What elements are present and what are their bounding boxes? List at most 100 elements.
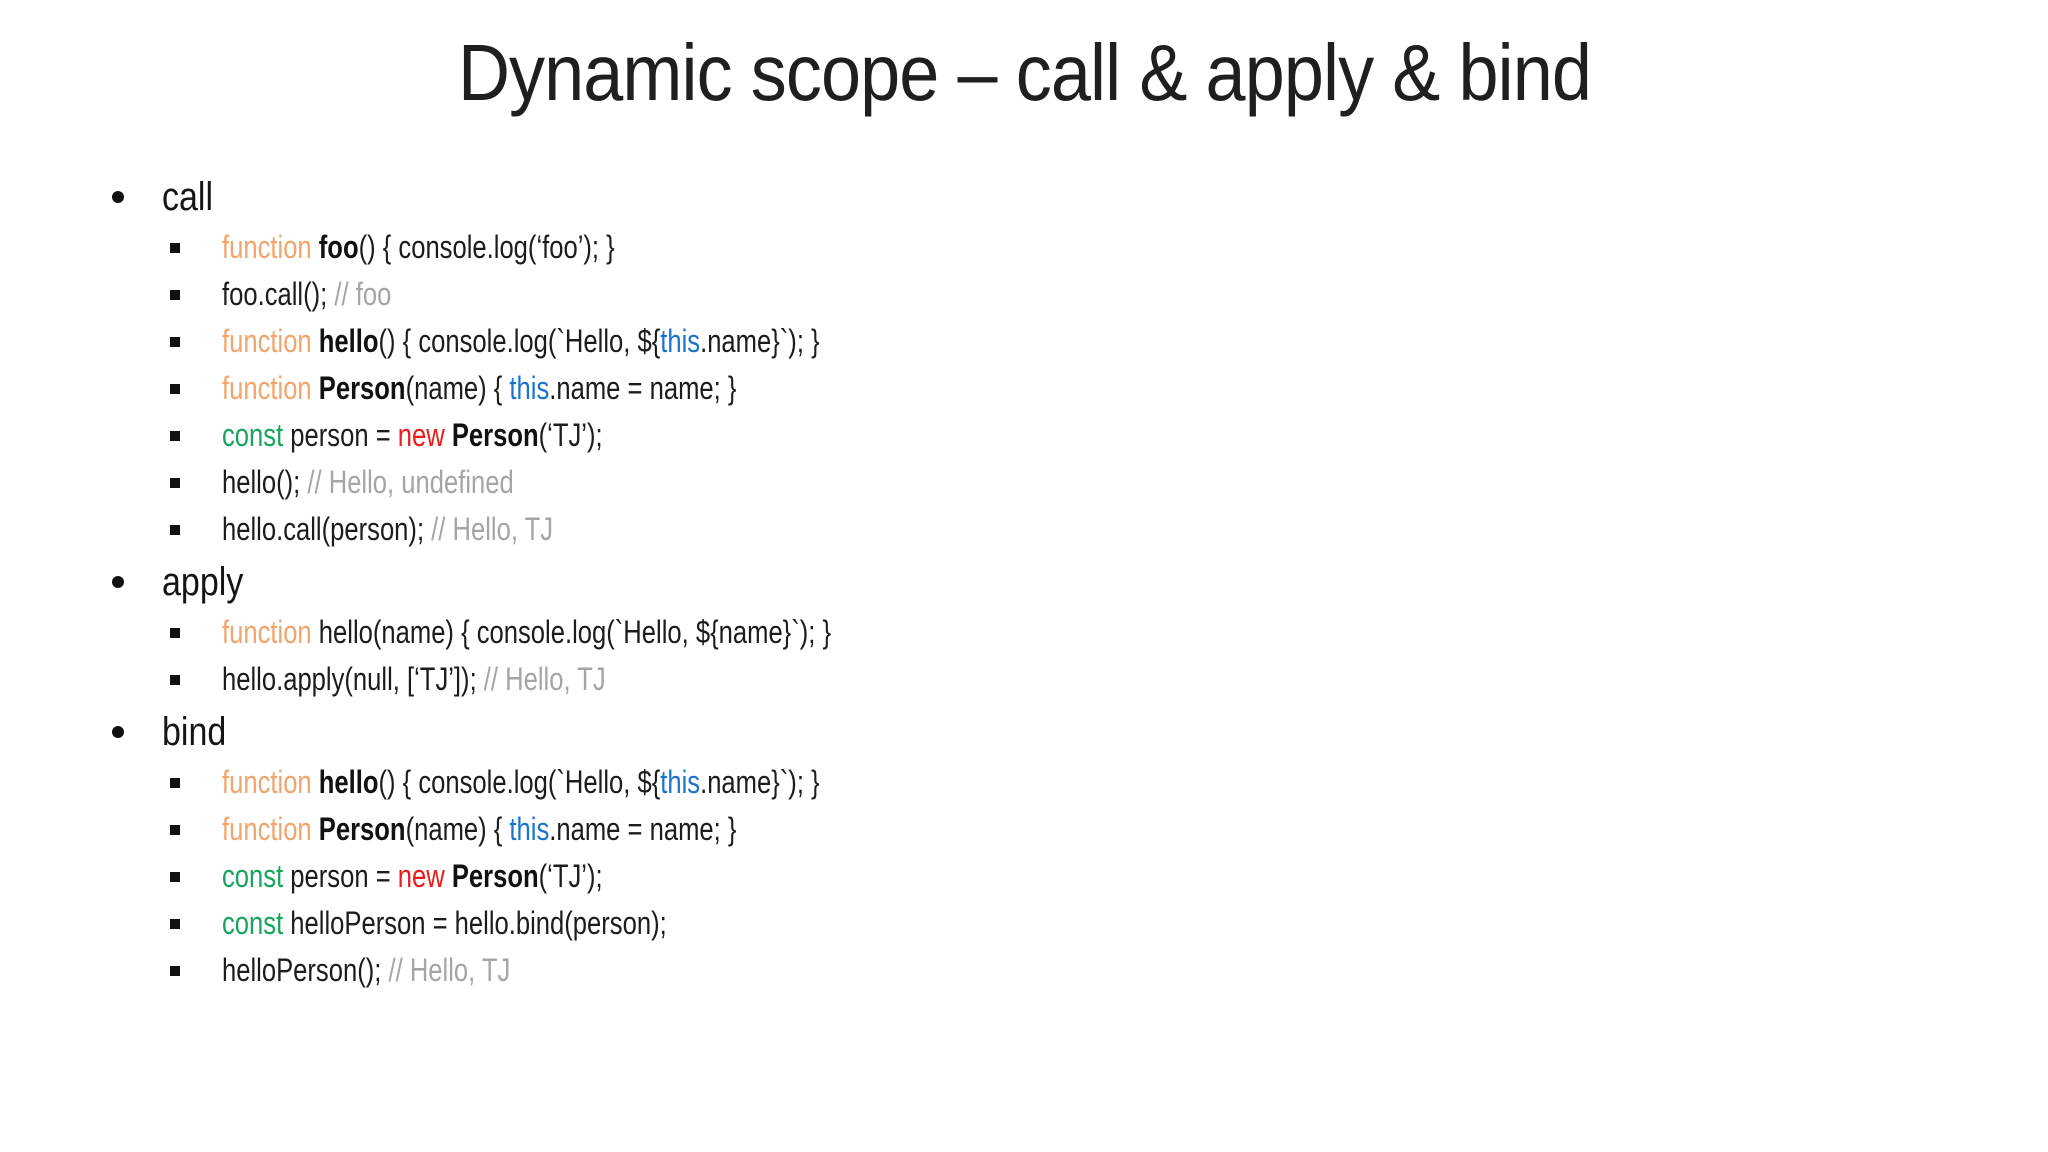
bullet-square-icon <box>170 777 180 788</box>
code-line: hello(); // Hello, undefined <box>170 459 983 506</box>
code-segment-this: this <box>509 370 550 406</box>
code-text: const person = new Person(‘TJ’); <box>222 417 603 454</box>
code-line: const person = new Person(‘TJ’); <box>170 412 983 459</box>
code-line: function hello() { console.log(`Hello, $… <box>170 759 983 806</box>
section-bind: bind function hello() { console.log(`Hell… <box>112 705 983 994</box>
section-label: apply <box>162 559 244 604</box>
code-segment-plain: hello.apply(null, [‘TJ’]); <box>222 661 484 697</box>
code-segment-plain <box>312 323 319 359</box>
bullet-square-icon <box>170 674 180 685</box>
code-segment-comment: // Hello, undefined <box>307 464 514 500</box>
code-segment-comment: // foo <box>334 276 392 312</box>
bullet-dot-icon <box>112 576 124 588</box>
bullet-square-icon <box>170 336 180 347</box>
code-segment-name: hello <box>318 764 379 800</box>
code-line: hello.apply(null, [‘TJ’]); // Hello, TJ <box>170 656 983 703</box>
code-segment-plain: () { console.log(`Hello, ${ <box>378 323 661 359</box>
code-segment-plain <box>312 764 319 800</box>
code-segment-this: this <box>509 811 550 847</box>
code-segment-plain: helloPerson = hello.bind(person); <box>283 905 667 941</box>
code-segment-this: this <box>660 764 701 800</box>
bullet-square-icon <box>170 477 180 488</box>
code-segment-plain: .name = name; } <box>549 370 737 406</box>
code-segment-plain <box>312 370 319 406</box>
slide-title-text: Dynamic scope – call & apply & bind <box>457 28 1591 117</box>
bullet-square-icon <box>170 430 180 441</box>
code-text: foo.call(); // foo <box>222 276 391 313</box>
section-label: call <box>162 174 214 219</box>
code-segment-kw: function <box>222 614 312 650</box>
bullet-dot-icon <box>112 191 124 203</box>
code-segment-plain: .name}`); } <box>700 764 820 800</box>
code-line: const person = new Person(‘TJ’); <box>170 853 983 900</box>
code-line: function Person(name) { this.name = name… <box>170 806 983 853</box>
bullet-square-icon <box>170 918 180 929</box>
code-segment-name: foo <box>318 229 359 265</box>
code-text: hello.call(person); // Hello, TJ <box>222 511 553 548</box>
code-text: helloPerson(); // Hello, TJ <box>222 952 510 989</box>
slide-title: Dynamic scope – call & apply & bind <box>0 30 2048 116</box>
code-line: const helloPerson = hello.bind(person); <box>170 900 983 947</box>
code-line: hello.call(person); // Hello, TJ <box>170 506 983 553</box>
code-segment-name: hello <box>318 323 379 359</box>
code-segment-plain <box>312 229 319 265</box>
bullet-square-icon <box>170 871 180 882</box>
code-line: function foo() { console.log(‘foo’); } <box>170 224 983 271</box>
code-text: function hello(name) { console.log(`Hell… <box>222 614 831 651</box>
code-segment-plain: hello(); <box>222 464 308 500</box>
bullet-square-icon <box>170 627 180 638</box>
code-segment-plain: hello.call(person); <box>222 511 432 547</box>
bullet-square-icon <box>170 965 180 976</box>
code-text: function hello() { console.log(`Hello, $… <box>222 764 820 801</box>
code-line: function Person(name) { this.name = name… <box>170 365 983 412</box>
code-segment-plain: (‘TJ’); <box>538 417 603 453</box>
code-text: function foo() { console.log(‘foo’); } <box>222 229 615 266</box>
code-segment-plain: () { console.log(‘foo’); } <box>358 229 615 265</box>
code-text: function Person(name) { this.name = name… <box>222 811 736 848</box>
code-segment-const: const <box>222 905 284 941</box>
code-line: helloPerson(); // Hello, TJ <box>170 947 983 994</box>
code-segment-comment: // Hello, TJ <box>483 661 606 697</box>
code-segment-plain: .name}`); } <box>700 323 820 359</box>
code-segment-kw: function <box>222 764 312 800</box>
code-segment-plain: person = <box>283 858 398 894</box>
code-segment-const: const <box>222 858 284 894</box>
code-segment-plain <box>312 811 319 847</box>
code-segment-name: Person <box>318 370 406 406</box>
code-text: const helloPerson = hello.bind(person); <box>222 905 667 942</box>
section-heading: call <box>112 170 983 224</box>
code-segment-new: new <box>397 858 445 894</box>
bullet-dot-icon <box>112 726 124 738</box>
code-text: function hello() { console.log(`Hello, $… <box>222 323 820 360</box>
code-segment-plain: (‘TJ’); <box>538 858 603 894</box>
bullet-square-icon <box>170 289 180 300</box>
code-segment-name: Person <box>451 417 539 453</box>
bullet-square-icon <box>170 242 180 253</box>
section-heading: bind <box>112 705 983 759</box>
code-segment-plain: hello(name) { console.log(`Hello, ${name… <box>311 614 832 650</box>
code-segment-plain: (name) { <box>405 370 510 406</box>
section-apply: apply function hello(name) { console.log(… <box>112 555 983 703</box>
code-segment-comment: // Hello, TJ <box>431 511 554 547</box>
code-segment-kw: function <box>222 811 312 847</box>
bullet-square-icon <box>170 524 180 535</box>
code-line: function hello(name) { console.log(`Hell… <box>170 609 983 656</box>
code-segment-comment: // Hello, TJ <box>388 952 511 988</box>
code-segment-const: const <box>222 417 284 453</box>
code-text: hello.apply(null, [‘TJ’]); // Hello, TJ <box>222 661 606 698</box>
code-segment-plain: person = <box>283 417 398 453</box>
code-line: function hello() { console.log(`Hello, $… <box>170 318 983 365</box>
code-line: foo.call(); // foo <box>170 271 983 318</box>
code-segment-name: Person <box>451 858 539 894</box>
section-label: bind <box>162 709 227 754</box>
bullet-square-icon <box>170 824 180 835</box>
code-segment-plain: helloPerson(); <box>222 952 389 988</box>
code-text: hello(); // Hello, undefined <box>222 464 514 501</box>
code-segment-plain: foo.call(); <box>222 276 335 312</box>
code-segment-name: Person <box>318 811 406 847</box>
code-segment-plain: .name = name; } <box>549 811 737 847</box>
bullet-square-icon <box>170 383 180 394</box>
